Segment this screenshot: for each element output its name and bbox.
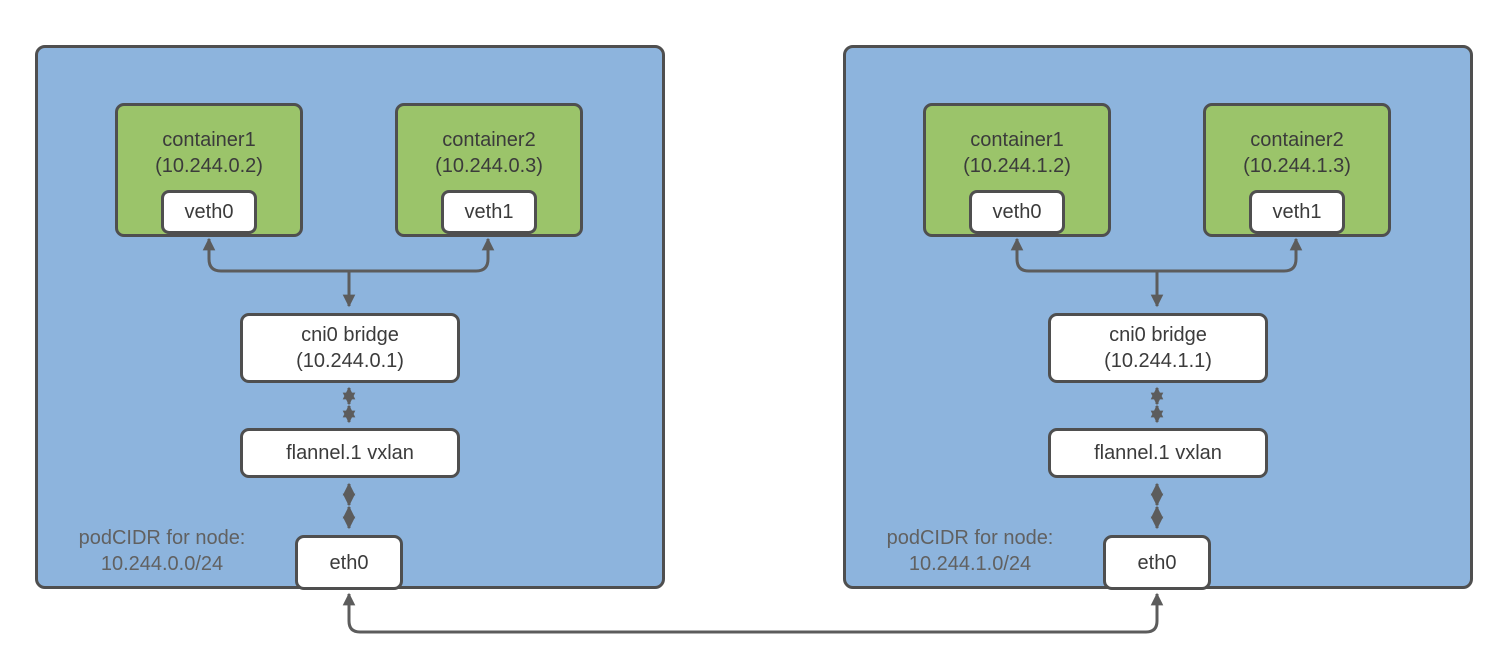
podcidr-label: podCIDR for node: 10.244.0.0/24 [52, 525, 272, 577]
bridge-name: cni0 bridge [1109, 324, 1207, 346]
podcidr-text: podCIDR for node: [78, 527, 246, 549]
container-ip: (10.244.0.2) [155, 155, 263, 177]
bridge-ip: (10.244.1.1) [1104, 350, 1212, 372]
veth-box: veth1 [1249, 190, 1345, 234]
container-name: container2 [442, 129, 536, 151]
container-text: container1 (10.244.0.2) [118, 106, 300, 179]
veth-box: veth0 [969, 190, 1065, 234]
container-box: container1 (10.244.0.2) veth0 [115, 103, 303, 237]
podcidr-text: podCIDR for node: [886, 527, 1054, 549]
bridge-box: cni0 bridge (10.244.0.1) [240, 313, 460, 383]
podcidr-value: 10.244.0.0/24 [100, 553, 224, 575]
podcidr-value: 10.244.1.0/24 [908, 553, 1032, 575]
node-box-left: container1 (10.244.0.2) veth0 container2… [35, 45, 665, 590]
node-box-right: container1 (10.244.1.2) veth0 container2… [843, 45, 1473, 590]
container-text: container2 (10.244.0.3) [398, 106, 580, 179]
bridge-ip: (10.244.0.1) [296, 350, 404, 372]
vxlan-box: flannel.1 vxlan [1048, 428, 1268, 478]
bridge-name: cni0 bridge [301, 324, 399, 346]
eth-box: eth0 [295, 535, 403, 590]
container-text: container1 (10.244.1.2) [926, 106, 1108, 179]
container-box: container2 (10.244.1.3) veth1 [1203, 103, 1391, 237]
container-name: container2 [1250, 129, 1344, 151]
container-name: container1 [162, 129, 256, 151]
veth-box: veth1 [441, 190, 537, 234]
container-box: container1 (10.244.1.2) veth0 [923, 103, 1111, 237]
eth-eth-link [342, 592, 1164, 634]
eth-box: eth0 [1103, 535, 1211, 590]
container-ip: (10.244.0.3) [435, 155, 543, 177]
container-ip: (10.244.1.3) [1243, 155, 1351, 177]
podcidr-label: podCIDR for node: 10.244.1.0/24 [860, 525, 1080, 577]
container-text: container2 (10.244.1.3) [1206, 106, 1388, 179]
vxlan-box: flannel.1 vxlan [240, 428, 460, 478]
veth-box: veth0 [161, 190, 257, 234]
container-box: container2 (10.244.0.3) veth1 [395, 103, 583, 237]
bridge-box: cni0 bridge (10.244.1.1) [1048, 313, 1268, 383]
container-name: container1 [970, 129, 1064, 151]
container-ip: (10.244.1.2) [963, 155, 1071, 177]
